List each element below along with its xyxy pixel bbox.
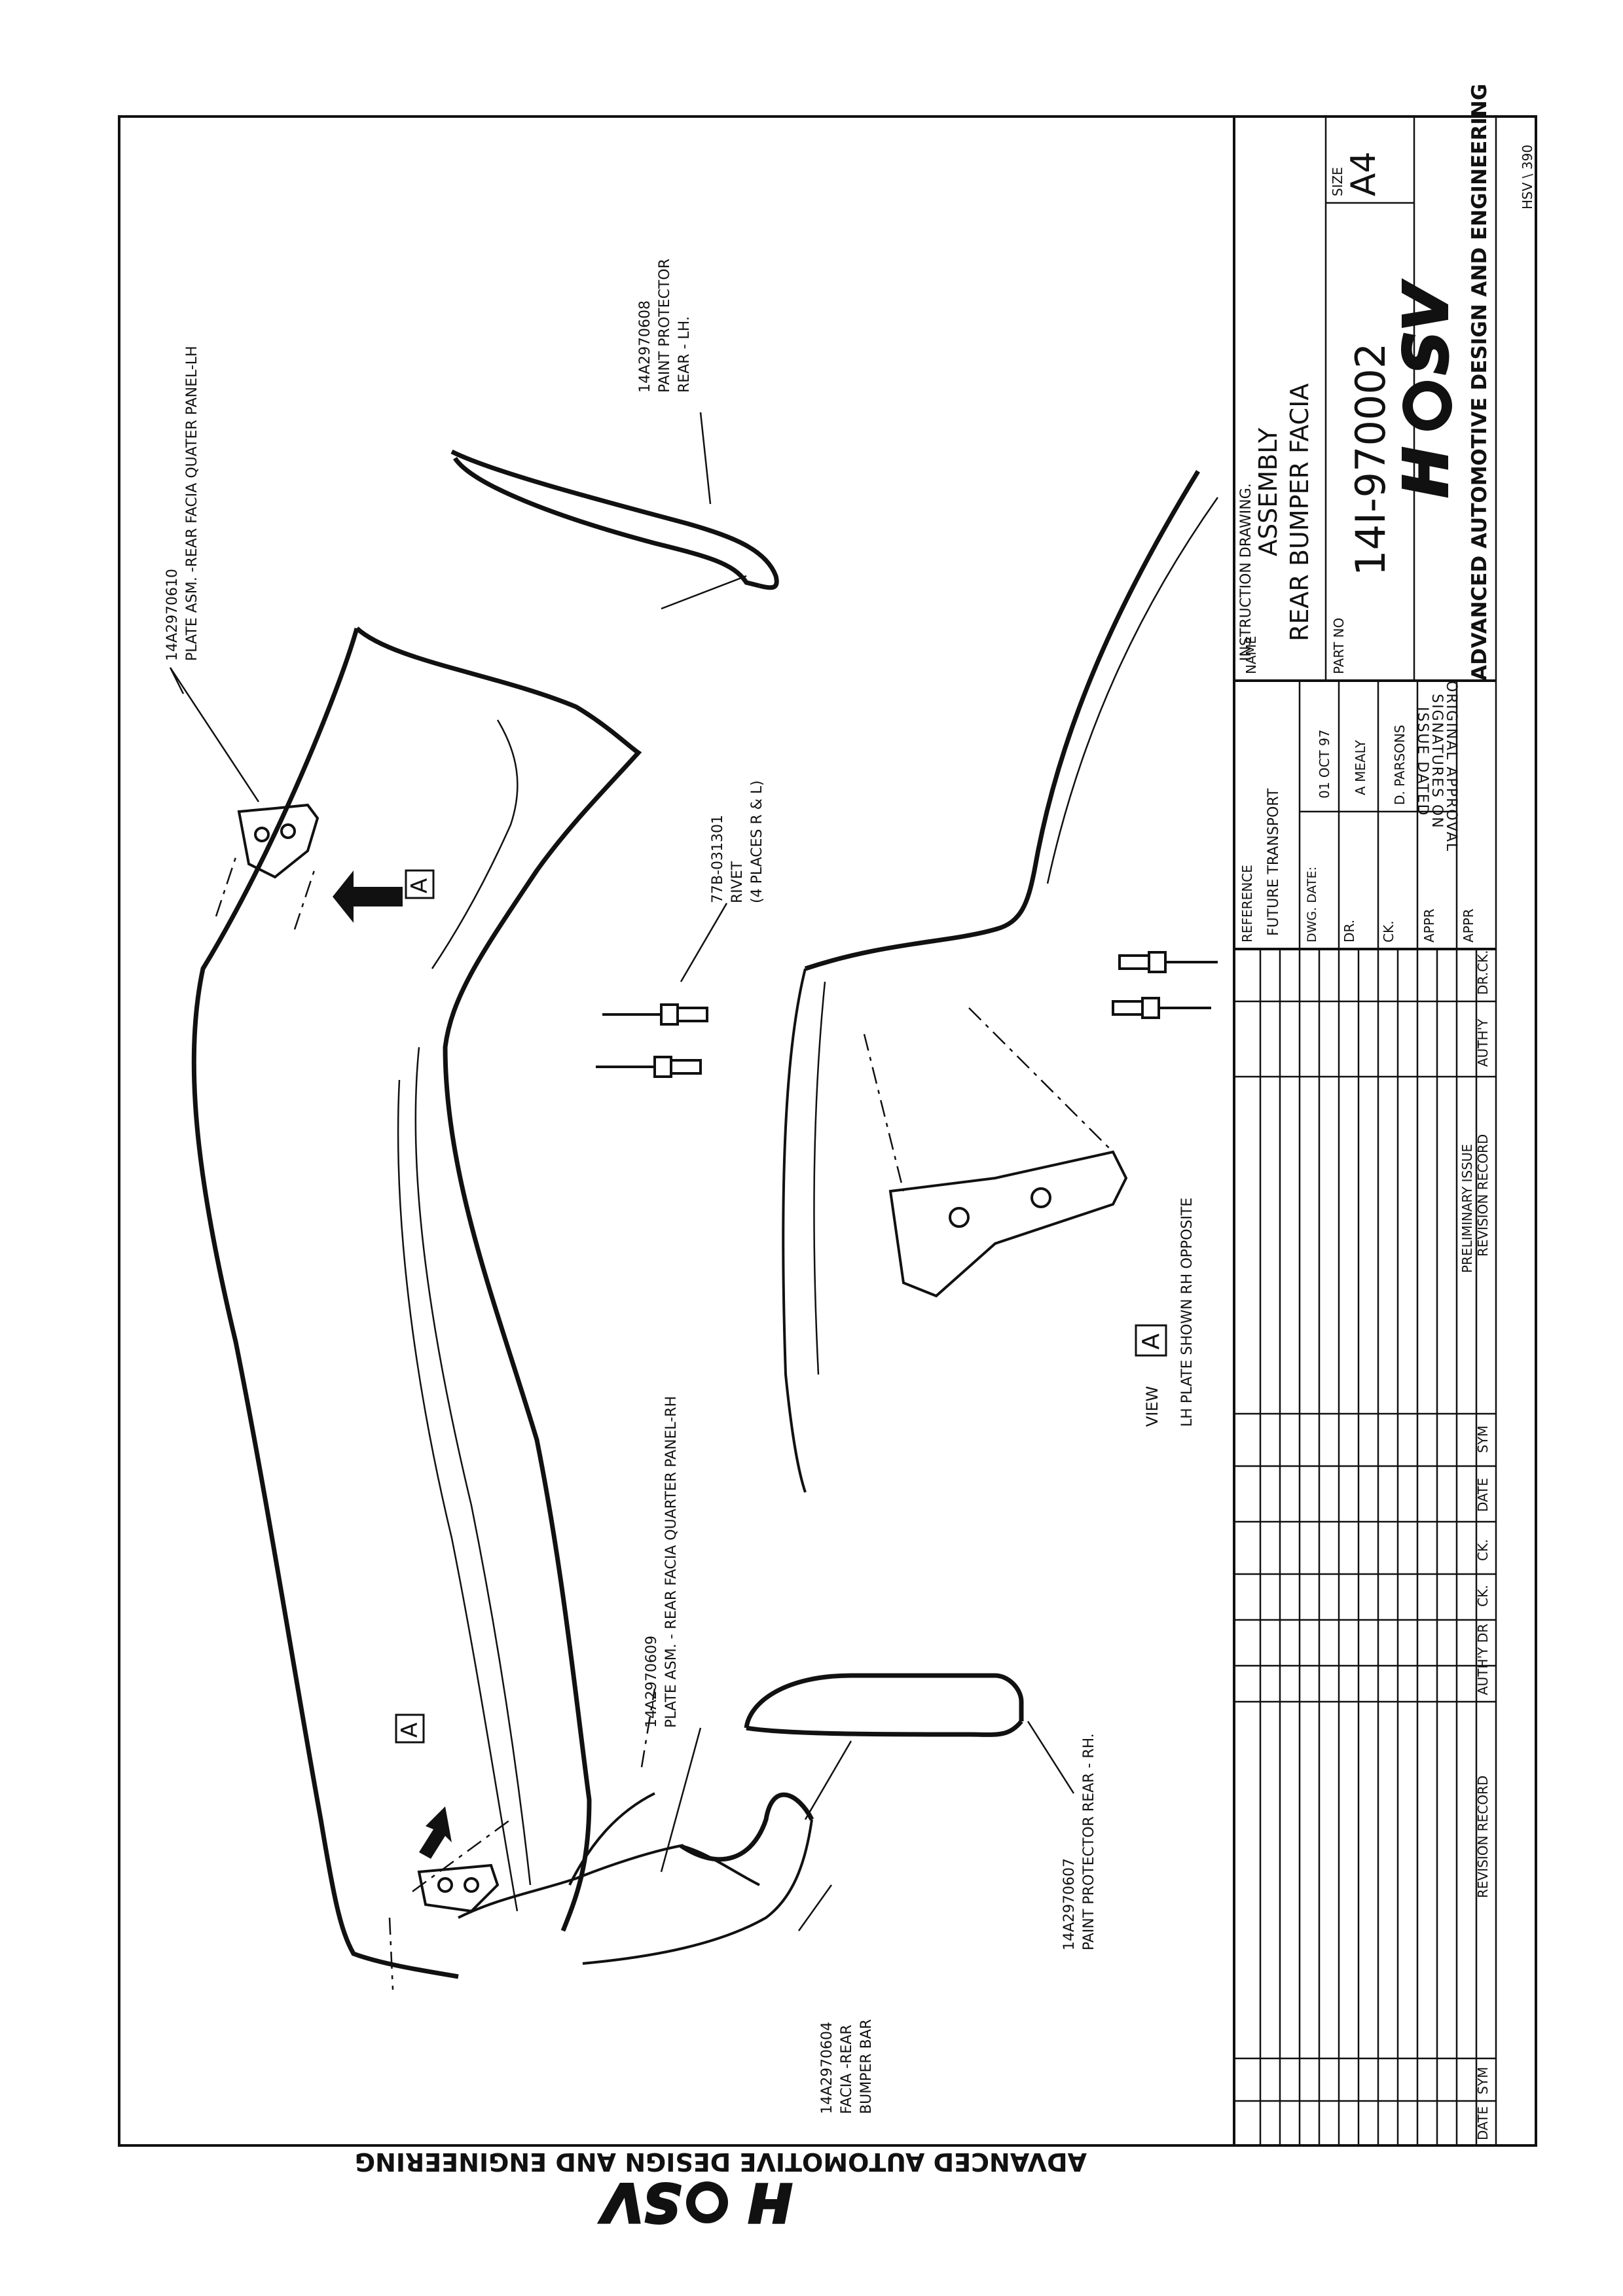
rev-col-date-2: DATE (1475, 1478, 1491, 1512)
rh-plate-desc: PLATE ASM. - REAR FACIA QUARTER PANEL-RH (663, 1396, 680, 1728)
dr-label: DR. (1341, 920, 1357, 942)
svg-text:H: H (1391, 447, 1461, 497)
rear-bumper-facia-drawing (191, 626, 814, 1990)
rh-plate-part: 14A2970609 (644, 1636, 660, 1728)
arrow-label-box-bottom (395, 1713, 425, 1744)
drawing-title-line2: REAR BUMPER FACIA (1285, 384, 1314, 641)
arrow-label-box-top (405, 869, 435, 899)
pp-rh-desc: PAINT PROTECTOR REAR - RH. (1081, 1733, 1097, 1950)
rev-col-sym-2: SYM (1475, 1426, 1491, 1453)
bottom-company-name: ADVANCED AUTOMOTIVE DESIGN AND ENGINEERI… (355, 2147, 1087, 2176)
reference-label: REFERENCE (1239, 865, 1255, 942)
paint-protector-lh (450, 449, 779, 590)
bottom-hsv-logo-icon: H SV (597, 2170, 793, 2234)
rev-col-ck: CK. (1475, 1585, 1491, 1607)
part-no-label: PART NO (1331, 618, 1347, 674)
rev-col-authy-2: AUTH'Y (1475, 1018, 1491, 1067)
view-letter-box (1135, 1324, 1167, 1357)
pp-lh-desc1: PAINT PROTECTOR (657, 259, 673, 393)
rivet-icon (596, 951, 1218, 1078)
name-label: NAME (1243, 636, 1259, 674)
size-label: SIZE (1330, 167, 1345, 196)
company-name-title: ADVANCED AUTOMOTIVE DESIGN AND ENGINEERI… (1468, 84, 1491, 681)
sheet-code: HSV \ 390 (1520, 145, 1535, 209)
appr-label-1: APPR (1421, 908, 1437, 942)
hsv-logo-icon: H SV (1390, 279, 1463, 499)
dwg-date-value: 01 OCT 97 (1317, 729, 1332, 798)
rev-col-record: REVISION RECORD (1475, 1776, 1491, 1898)
drawing-title-line1: ASSEMBLY (1254, 427, 1283, 556)
rev-col-sym: SYM (1475, 2067, 1491, 2094)
rivet-desc: RIVET (729, 861, 746, 903)
bottom-banner: ADVANCED AUTOMOTIVE DESIGN AND ENGINEERI… (355, 2147, 1087, 2234)
view-note: LH PLATE SHOWN RH OPPOSITE (1179, 1198, 1195, 1427)
rev-col-dr: DR (1475, 1624, 1491, 1643)
rivet-part: 77B-031301 (710, 815, 726, 903)
rev-col-ck-3: CK. (1475, 950, 1491, 972)
facia-desc2: BUMPER BAR (858, 2019, 875, 2114)
original-approval-2: SIGNATURES ON (1429, 694, 1445, 829)
rev-col-ck-2: CK. (1475, 1539, 1491, 1561)
title-texts: INSTRUCTION DRAWING. ASSEMBLY REAR BUMPE… (1238, 84, 1535, 942)
rh-quarter-panel-plate (417, 1863, 500, 1913)
pp-lh-desc2: REAR - LH. (676, 316, 693, 393)
dr-value: A MEALY (1353, 740, 1368, 795)
facia-desc1: FACIA -REAR (839, 2024, 855, 2114)
part-number: 14I-970002 (1347, 343, 1395, 576)
rev-col-record-2: REVISION RECORD (1475, 1134, 1491, 1257)
svg-text:SV: SV (1391, 280, 1461, 374)
rev-col-date: DATE (1475, 2106, 1491, 2140)
appr-label-2: APPR (1461, 908, 1476, 942)
rivet-places: (4 PLACES R & L) (749, 780, 765, 903)
dwg-date-label: DWG. DATE: (1305, 867, 1319, 942)
lh-plate-desc: PLATE ASM. -REAR FACIA QUATER PANEL-LH (184, 346, 200, 661)
original-approval-3: ISSUE DATED (1414, 707, 1431, 817)
svg-text:SV: SV (598, 2172, 681, 2233)
lh-quarter-panel-plate (215, 803, 319, 930)
preliminary-issue: PRELIMINARY ISSUE (1459, 1144, 1475, 1273)
arrow-letter-top: A (407, 878, 433, 893)
svg-text:H: H (748, 2172, 792, 2233)
direction-arrow-icon (333, 870, 452, 1859)
drawing-border (118, 115, 1537, 2147)
leader-arrow-icon (169, 412, 1075, 1931)
annotations: 14A2970610 PLATE ASM. -REAR FACIA QUATER… (164, 259, 1195, 2114)
ck-label: CK. (1381, 921, 1396, 942)
pp-rh-part: 14A2970607 (1061, 1858, 1078, 1950)
original-approval-1: ORIGINAL APPROVAL (1443, 681, 1459, 852)
title-block (1233, 118, 1497, 2145)
ck-value: D. PARSONS (1392, 725, 1408, 805)
header-small: INSTRUCTION DRAWING. (1238, 483, 1254, 661)
rev-col-dr-2: DR. (1475, 972, 1491, 995)
lh-plate-part: 14A2970610 (164, 569, 181, 661)
size-value: A4 (1344, 151, 1383, 196)
facia-part: 14A2970604 (819, 2022, 835, 2114)
arrow-letter-bottom: A (397, 1723, 423, 1738)
reference-value: FUTURE TRANSPORT (1266, 788, 1282, 936)
view-letter: A (1138, 1333, 1165, 1350)
revision-texts: DATE SYM REVISION RECORD AUTH'Y DR CK. S… (1459, 950, 1491, 2140)
rev-col-authy: AUTH'Y (1475, 1647, 1491, 1695)
view-a-detail (596, 470, 1219, 1493)
pp-lh-part: 14A2970608 (637, 300, 653, 393)
paint-protector-rh (744, 1673, 1024, 1737)
view-label: VIEW (1143, 1386, 1161, 1427)
